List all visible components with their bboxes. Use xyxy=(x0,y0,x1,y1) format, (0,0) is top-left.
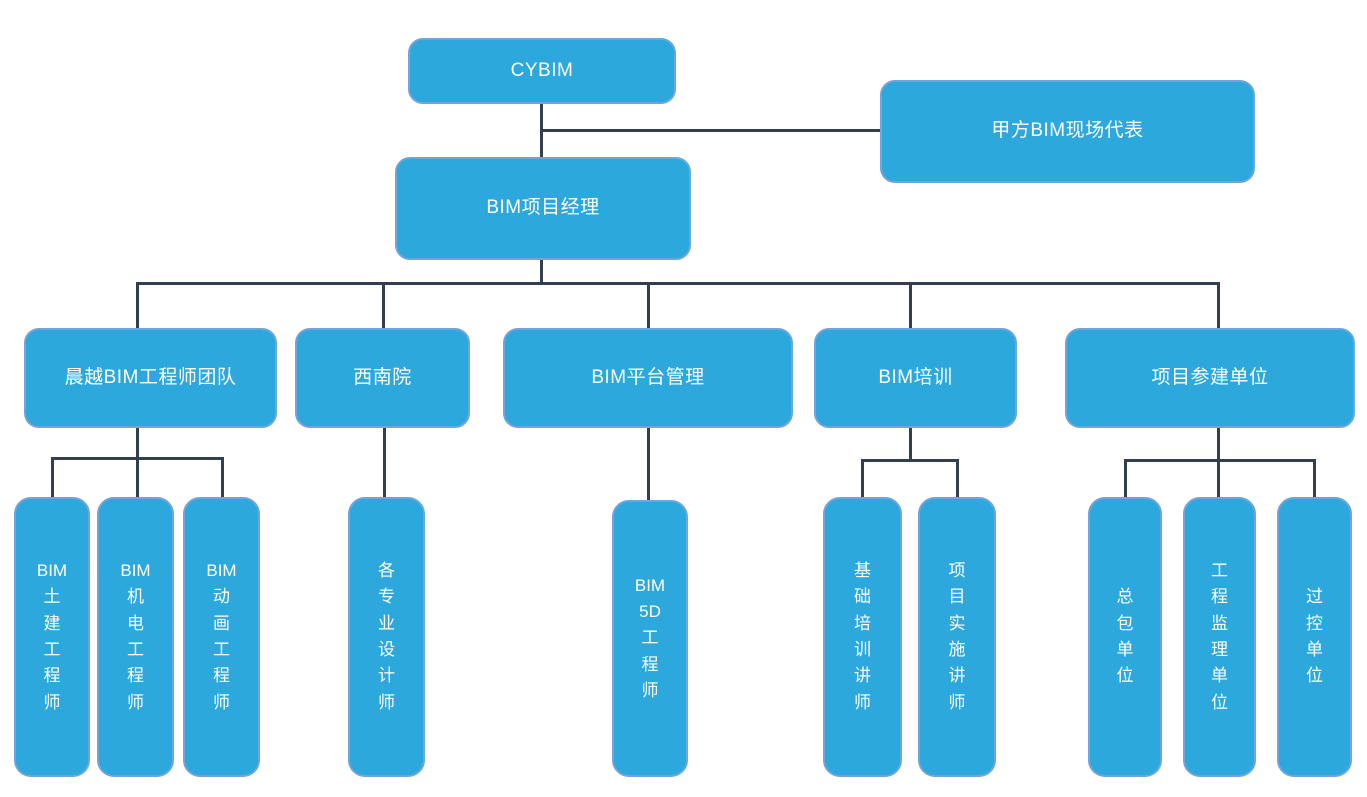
gc-label: 总 包 单 位 xyxy=(1116,587,1134,686)
org-node-training[interactable]: BIM培训 xyxy=(814,328,1017,428)
org-node-designers[interactable]: 各 专 业 设 计 师 xyxy=(348,497,425,777)
connector-drop-impl-trainer xyxy=(956,459,959,497)
basic-trainer-label: 基 础 培 训 讲 师 xyxy=(854,560,871,712)
connector-trunk xyxy=(136,282,1220,285)
mep-label: BIM 机 电 工 程 师 xyxy=(120,560,151,712)
connector-drop-platform xyxy=(647,282,650,328)
impl-trainer-label: 项 目 实 施 讲 师 xyxy=(948,560,966,712)
civil-label: BIM 土 建 工 程 师 xyxy=(36,560,68,712)
connector-team-bar xyxy=(51,457,223,460)
swi-label: 西南院 xyxy=(353,366,412,388)
org-node-platform[interactable]: BIM平台管理 xyxy=(503,328,793,428)
participants-label: 项目参建单位 xyxy=(1151,366,1269,388)
connector-drop-anim xyxy=(221,457,224,497)
connector-drop-swi xyxy=(382,282,385,328)
connector-training-stem xyxy=(909,428,912,461)
connector-drop-training xyxy=(909,282,912,328)
connector-drop-control xyxy=(1313,459,1316,497)
connector-cybim-owner-rep xyxy=(541,129,880,132)
designers-label: 各 专 业 设 计 师 xyxy=(378,560,395,712)
owner-rep-label: 甲方BIM现场代表 xyxy=(991,120,1144,142)
connector-training-bar xyxy=(861,459,958,462)
connector-drop-team xyxy=(136,282,139,328)
org-node-anim[interactable]: BIM 动 画 工 程 师 xyxy=(183,497,260,777)
org-node-basic-trainer[interactable]: 基 础 培 训 讲 师 xyxy=(823,497,902,777)
org-node-bim5d[interactable]: BIM 5D 工 程 师 xyxy=(612,500,688,777)
connector-platform-bim5d xyxy=(647,428,650,500)
org-node-control[interactable]: 过 控 单 位 xyxy=(1277,497,1352,777)
connector-pm-trunk xyxy=(540,260,543,284)
anim-label: BIM 动 画 工 程 师 xyxy=(206,560,237,712)
org-node-civil[interactable]: BIM 土 建 工 程 师 xyxy=(14,497,90,777)
org-node-swi[interactable]: 西南院 xyxy=(295,328,470,428)
connector-participants-stem xyxy=(1217,428,1220,497)
bim5d-label: BIM 5D 工 程 师 xyxy=(634,575,666,701)
team-label: 晨越BIM工程师团队 xyxy=(64,366,237,388)
org-node-mep[interactable]: BIM 机 电 工 程 师 xyxy=(97,497,174,777)
platform-label: BIM平台管理 xyxy=(591,366,705,388)
org-node-pm[interactable]: BIM项目经理 xyxy=(395,157,691,260)
org-node-participants[interactable]: 项目参建单位 xyxy=(1065,328,1355,428)
org-node-cybim[interactable]: CYBIM xyxy=(408,38,676,104)
cybim-label: CYBIM xyxy=(510,59,574,81)
connector-drop-civil xyxy=(51,457,54,497)
supervision-label: 工 程 监 理 单 位 xyxy=(1211,560,1228,712)
connector-drop-participants xyxy=(1217,282,1220,328)
connector-drop-basic-trainer xyxy=(861,459,864,497)
connector-team-stem xyxy=(136,428,139,497)
connector-participants-bar xyxy=(1124,459,1316,462)
control-label: 过 控 单 位 xyxy=(1306,587,1323,686)
org-node-owner-rep[interactable]: 甲方BIM现场代表 xyxy=(880,80,1255,183)
pm-label: BIM项目经理 xyxy=(486,197,600,219)
training-label: BIM培训 xyxy=(878,366,953,388)
connector-swi-designers xyxy=(383,428,386,497)
org-node-gc[interactable]: 总 包 单 位 xyxy=(1088,497,1162,777)
connector-drop-gc xyxy=(1124,459,1127,497)
org-node-impl-trainer[interactable]: 项 目 实 施 讲 师 xyxy=(918,497,996,777)
org-node-supervision[interactable]: 工 程 监 理 单 位 xyxy=(1183,497,1256,777)
org-node-team[interactable]: 晨越BIM工程师团队 xyxy=(24,328,277,428)
